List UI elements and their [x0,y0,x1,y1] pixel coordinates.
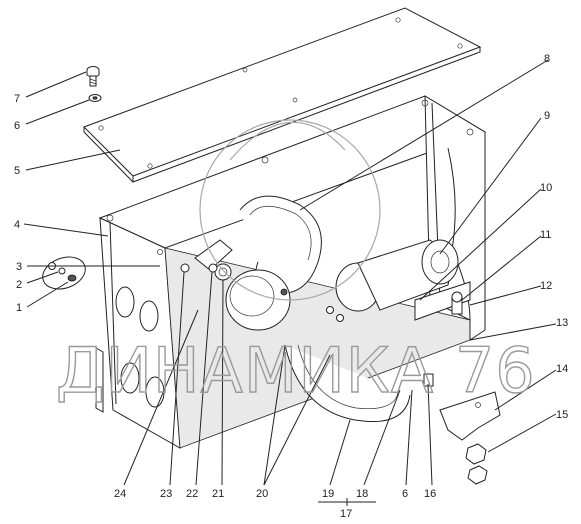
callout-labels: 7 6 5 4 3 2 1 8 9 10 11 12 13 14 15 24 2… [14,53,568,520]
callout-21: 21 [212,488,224,500]
callout-14: 14 [556,363,568,375]
washer [88,94,102,102]
callout-22: 22 [186,488,198,500]
callout-23: 23 [160,488,172,500]
side-bracket [439,391,501,441]
screw [86,66,100,87]
callout-9: 9 [544,110,550,122]
callout-5: 5 [14,165,20,177]
callout-11: 11 [540,229,551,241]
hex-nut [465,443,488,485]
callout-6: 6 [14,120,20,132]
leader-lines [23,59,557,506]
callout-1: 1 [16,302,22,314]
watermark: ДИНАМИКА 76 [55,119,536,408]
callout-18: 18 [356,488,368,500]
callout-3: 3 [16,261,22,273]
callout-16: 16 [424,488,436,500]
callout-17: 17 [340,508,352,520]
callout-7: 7 [14,93,20,105]
watermark-text: ДИНАМИКА 76 [56,334,536,407]
clamp-plate [42,256,86,290]
callout-12: 12 [540,280,552,292]
callout-24: 24 [114,488,126,500]
callout-4: 4 [14,219,20,231]
internal-assembly [180,195,471,423]
callout-6-bottom: 6 [402,488,408,500]
callout-2: 2 [16,279,22,291]
callout-8: 8 [544,53,550,65]
callout-15: 15 [556,409,568,421]
callout-10: 10 [540,182,552,194]
callout-19: 19 [322,488,334,500]
callout-20: 20 [256,488,268,500]
callout-13: 13 [556,317,568,329]
lid-plate [83,7,482,183]
